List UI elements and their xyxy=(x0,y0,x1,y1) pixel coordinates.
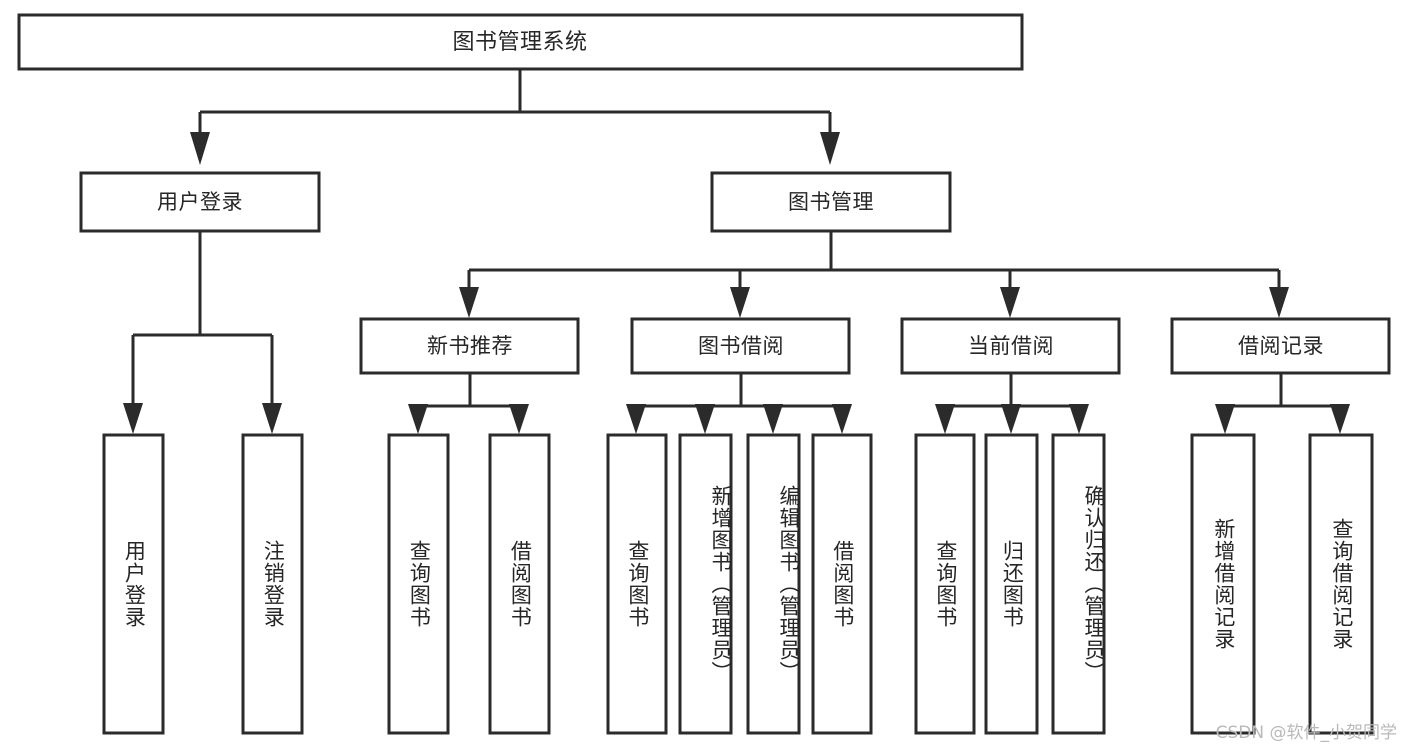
node-root[interactable]: 图书管理系统 xyxy=(17,13,1024,71)
leaf-box-query-record[interactable] xyxy=(1308,433,1374,735)
leaf-box-add-record[interactable] xyxy=(1190,433,1256,735)
arrow-head-leaf-return-book xyxy=(1001,404,1021,434)
node-new-book-recommend[interactable]: 新书推荐 xyxy=(359,317,580,375)
leaf-box-borrow-book-1[interactable] xyxy=(488,433,551,735)
node-current-borrow-box[interactable] xyxy=(900,317,1121,375)
leaf-box-user-logout[interactable] xyxy=(241,433,304,735)
leaf-box-query-book-3[interactable] xyxy=(914,433,976,735)
node-new-book-recommend-label: 新书推荐 xyxy=(427,334,513,358)
arrow-head-book-borrow xyxy=(730,287,750,318)
arrow-head-leaf-query-record xyxy=(1330,404,1350,434)
leaf-box-confirm-return[interactable] xyxy=(1051,433,1106,735)
node-user-login-label: 用户登录 xyxy=(157,190,243,214)
node-root-label: 图书管理系统 xyxy=(452,30,587,55)
node-current-borrow-label: 当前借阅 xyxy=(968,334,1054,358)
leaf-box-add-book[interactable] xyxy=(678,433,733,735)
node-book-manage-box[interactable] xyxy=(710,171,952,233)
arrow-head-new-book-recommend xyxy=(459,287,479,318)
node-borrow-record-label: 借阅记录 xyxy=(1238,334,1324,358)
node-book-manage-label: 图书管理 xyxy=(788,190,874,214)
node-book-manage[interactable]: 图书管理 xyxy=(710,171,952,233)
arrow-head-leaf-query-book-1 xyxy=(408,404,428,434)
leaf-box-return-book[interactable] xyxy=(984,433,1039,735)
csdn-watermark: CSDN @软件_小贺同学 xyxy=(1215,723,1397,743)
arrow-head-user-login xyxy=(190,132,210,165)
arrow-head-current-borrow xyxy=(1000,287,1020,318)
node-current-borrow[interactable]: 当前借阅 xyxy=(900,317,1121,375)
leaf-box-query-book-1[interactable] xyxy=(387,433,450,735)
arrow-head-leaf-query-book-3 xyxy=(935,404,955,434)
leaf-box-borrow-book-2[interactable] xyxy=(811,433,873,735)
arrow-head-leaf-query-book-2 xyxy=(626,404,646,434)
arrow-head-leaf-add-record xyxy=(1215,404,1235,434)
node-book-borrow-label: 图书借阅 xyxy=(698,334,784,358)
leaf-box-edit-book[interactable] xyxy=(746,433,801,735)
arrow-head-borrow-record xyxy=(1269,287,1289,318)
node-root-box[interactable] xyxy=(17,13,1024,71)
leaf-box-user-login[interactable] xyxy=(102,433,165,735)
arrow-head-leaf-user-logout xyxy=(262,403,282,434)
node-book-borrow[interactable]: 图书借阅 xyxy=(630,317,851,375)
arrow-head-leaf-borrow-book-2 xyxy=(832,404,852,434)
arrow-head-leaf-user-login xyxy=(123,403,143,434)
node-new-book-recommend-box[interactable] xyxy=(359,317,580,375)
node-borrow-record[interactable]: 借阅记录 xyxy=(1170,317,1391,375)
arrow-head-book-manage xyxy=(820,132,840,165)
arrow-head-leaf-add-book xyxy=(695,404,715,434)
arrow-head-leaf-edit-book xyxy=(763,404,783,434)
arrow-head-leaf-confirm-return xyxy=(1069,404,1089,434)
node-user-login[interactable]: 用户登录 xyxy=(79,171,321,233)
node-book-borrow-box[interactable] xyxy=(630,317,851,375)
node-borrow-record-box[interactable] xyxy=(1170,317,1391,375)
leaf-box-query-book-2[interactable] xyxy=(606,433,668,735)
arrow-head-leaf-borrow-book-1 xyxy=(509,404,529,434)
